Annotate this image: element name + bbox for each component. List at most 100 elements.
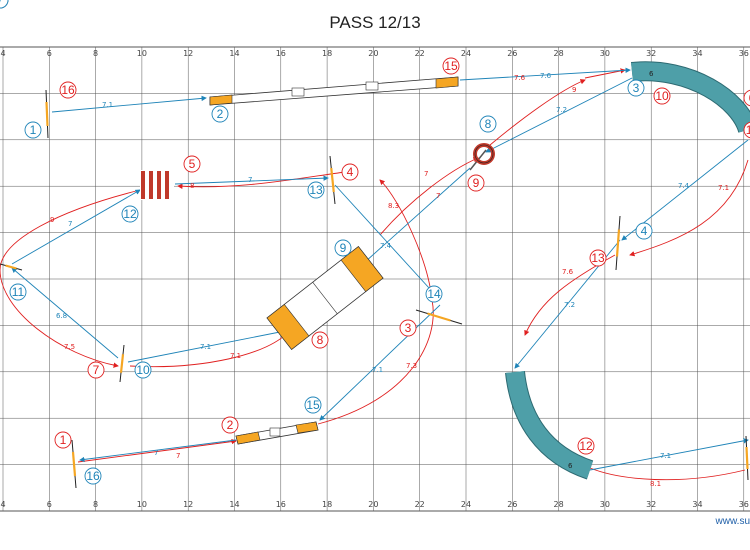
axis-tick-label: 12 xyxy=(183,500,193,509)
number-label: 4 xyxy=(347,165,354,179)
axis-tick-label: 6 xyxy=(47,500,52,509)
svg-text:6: 6 xyxy=(568,462,573,470)
number-marker xyxy=(743,121,750,139)
axis-tick-label: 20 xyxy=(368,49,378,58)
distance-label: 7.1 xyxy=(200,343,211,351)
distance-label: 7.2 xyxy=(556,106,567,114)
axis-tick-label: 32 xyxy=(646,500,656,509)
jump-bar xyxy=(427,312,451,322)
blue-numbers: 12345678910111213141516 xyxy=(0,0,653,485)
axis-tick-label: 22 xyxy=(415,49,425,58)
axis-tick-label: 30 xyxy=(600,49,610,58)
axis-tick-label: 14 xyxy=(229,49,239,58)
number-label: 3 xyxy=(633,81,640,95)
jump-bar xyxy=(5,264,17,270)
number-label: 1 xyxy=(60,433,67,447)
distance-label: 9 xyxy=(572,86,576,94)
distance-label: 7.3 xyxy=(406,362,417,370)
number-marker xyxy=(211,105,229,123)
axis-tick-label: 36 xyxy=(739,500,749,509)
blue-segment xyxy=(51,95,207,113)
number-label: 4 xyxy=(641,224,648,238)
axis-tick-label: 16 xyxy=(276,49,286,58)
distance-label: 8.3 xyxy=(388,202,399,210)
number-label: 11 xyxy=(12,285,25,299)
axis-tick-label: 8 xyxy=(93,500,98,509)
blue-segment xyxy=(319,304,441,421)
jump-bar xyxy=(119,354,125,373)
grid xyxy=(0,46,750,512)
axis-tick-label: 36 xyxy=(739,49,749,58)
number-label: 5 xyxy=(189,157,196,171)
distance-label: 7.5 xyxy=(64,343,75,351)
distance-label: 7.1 xyxy=(102,101,113,109)
dogwalk xyxy=(209,76,459,106)
axis-tick-label: 18 xyxy=(322,500,332,509)
number-marker xyxy=(54,431,72,449)
blue-segment xyxy=(485,77,633,153)
number-label: 1 xyxy=(30,123,37,137)
axis-tick-label: 24 xyxy=(461,500,471,509)
axis-tick-label: 4 xyxy=(0,500,5,509)
distance-label: 7.6 xyxy=(562,268,574,276)
blue-segment xyxy=(79,439,237,463)
number-label: 9 xyxy=(473,176,480,190)
number-marker xyxy=(577,437,595,455)
axis-tick-label: 12 xyxy=(183,49,193,58)
number-marker xyxy=(84,467,102,485)
blue-segment xyxy=(364,167,471,263)
distance-label: 7.1 xyxy=(372,366,383,374)
jump-bar xyxy=(45,101,49,127)
red-segment xyxy=(629,159,749,257)
number-marker xyxy=(479,115,497,133)
number-marker xyxy=(399,319,417,337)
axis-tick-label: 10 xyxy=(137,49,147,58)
distance-label: 7.6 xyxy=(514,74,526,82)
axis-tick-label: 28 xyxy=(554,49,564,58)
a-frame xyxy=(266,245,384,351)
blue-route xyxy=(11,67,749,471)
number-marker xyxy=(0,0,9,9)
number-marker xyxy=(442,57,460,75)
footer-url: www.su xyxy=(715,516,750,527)
number-marker xyxy=(221,416,239,434)
jump-bar xyxy=(745,446,749,470)
number-label: 2 xyxy=(217,107,224,121)
number-marker xyxy=(743,89,750,107)
number-marker xyxy=(627,79,645,97)
number-marker xyxy=(311,331,329,349)
red-segment xyxy=(379,157,479,236)
number-marker xyxy=(24,121,42,139)
axis-tick-label: 28 xyxy=(554,500,564,509)
tunnel: 6 xyxy=(630,61,750,134)
axis-tick-label: 34 xyxy=(692,500,702,509)
number-marker xyxy=(653,87,671,105)
distance-label: 7 xyxy=(176,452,180,460)
number-marker xyxy=(467,174,485,192)
blue-segment xyxy=(334,184,441,301)
red-segment xyxy=(589,467,746,481)
number-marker xyxy=(121,205,139,223)
number-label: 8 xyxy=(485,117,492,131)
distance-label: 9 xyxy=(50,216,54,224)
number-marker xyxy=(183,155,201,173)
red-segment xyxy=(129,329,291,368)
red-segment xyxy=(77,438,237,463)
number-label: 12 xyxy=(123,207,137,221)
axis-tick-label: 18 xyxy=(322,49,332,58)
red-route xyxy=(0,68,749,481)
distance-label: 7.1 xyxy=(718,184,729,192)
number-label: 9 xyxy=(340,241,347,255)
blue-segment xyxy=(11,267,119,359)
tire-icon xyxy=(469,143,495,171)
axis-tick-label: 26 xyxy=(507,49,517,58)
axis-tick-label: 4 xyxy=(0,49,5,58)
number-marker xyxy=(589,249,607,267)
number-marker xyxy=(134,361,152,379)
number-label: 6 xyxy=(749,91,750,105)
distance-label: 8 xyxy=(190,182,194,190)
number-label: 11 xyxy=(746,123,750,137)
number-label: 8 xyxy=(317,333,324,347)
